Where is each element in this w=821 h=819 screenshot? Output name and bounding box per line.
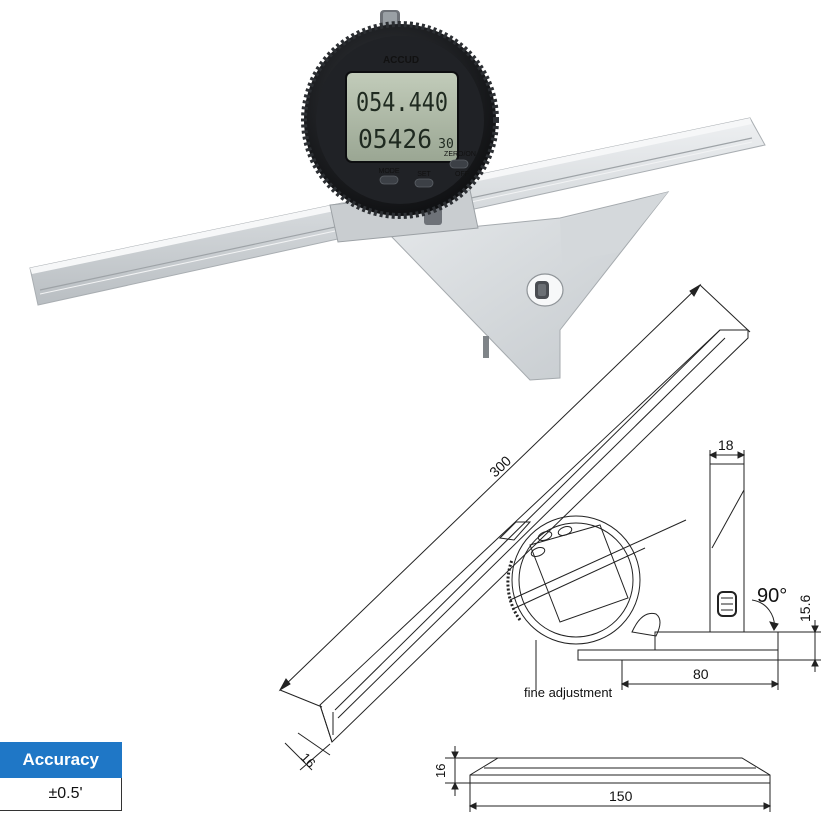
brand-logo: ACCUD: [383, 55, 419, 66]
dim-side-height-label: 16: [433, 764, 448, 778]
drawing-base: [577, 649, 779, 661]
off-button-label: OFF: [455, 171, 469, 178]
zero-on-button-label: ZERO/ON: [444, 151, 476, 158]
lcd-reading-2: 05426: [358, 125, 432, 155]
dim-side-length-label: 150: [609, 788, 633, 804]
drawing-upright-blade: [709, 463, 745, 633]
technical-drawing: [278, 283, 821, 812]
zero-on-button[interactable]: [449, 159, 469, 169]
spec-table: Accuracy ±0.5': [0, 742, 122, 811]
dim-angle-label: 90°: [757, 585, 787, 607]
drawing-rule: [319, 329, 749, 743]
dim-width-label: 16: [298, 750, 319, 771]
mode-button[interactable]: [379, 175, 399, 185]
accuracy-value: ±0.5': [0, 777, 122, 811]
dim-base-label: 80: [693, 666, 709, 682]
dim-height-label: 15.6: [797, 595, 813, 622]
set-button[interactable]: [414, 178, 434, 188]
dim-length-label: 300: [486, 452, 514, 480]
spec-table-row: ±0.5': [0, 777, 122, 811]
drawing-side-view: [469, 757, 771, 784]
lcd-reading-1: 054.440: [356, 88, 448, 118]
mode-button-label: MODE: [379, 168, 400, 175]
lcd-reading-2-seconds: 30: [438, 137, 454, 152]
product-photo: ACCUD 054.440 05426 30 MODE SET ZERO/ON …: [29, 10, 766, 381]
dim-blade-width-label: 18: [718, 437, 734, 453]
accuracy-header: Accuracy: [0, 742, 122, 778]
set-button-label: SET: [417, 171, 431, 178]
lcd-screen: [345, 71, 459, 163]
drawing-dial: [511, 515, 641, 645]
fine-adjustment-label: fine adjustment: [524, 685, 613, 700]
spec-table-header-row: Accuracy: [0, 742, 122, 778]
